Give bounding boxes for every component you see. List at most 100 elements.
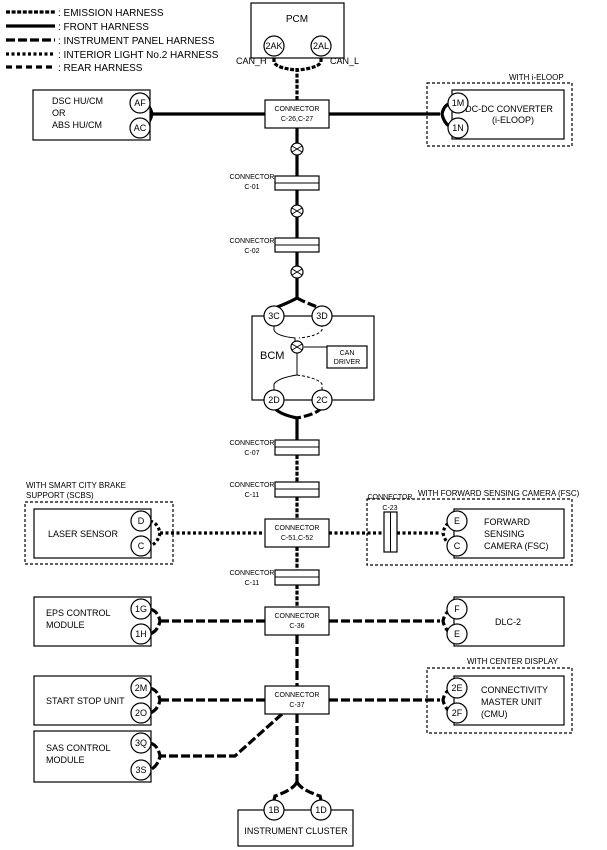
bcm-pin-2d [263,389,285,411]
eps-pin-bottom-label: 1H [135,629,147,639]
connector-c02-code: C-02 [244,248,259,255]
connector-c26-title: CONNECTOR [275,106,320,113]
connector-c51-code: C-51,C-52 [281,535,313,542]
fsc-group-label: WITH FORWARD SENSING CAMERA (FSC) [418,489,580,498]
dcdc-pin-bottom [447,117,469,139]
wire-c37-sas [160,712,284,758]
dsc-pin-bottom [129,117,151,139]
cmu-pin-bottom [446,702,468,724]
laser-pin-bottom-label: C [138,541,145,551]
ieloop-group-label: WITH i-ELOOP [509,73,564,82]
bcm-pin-3d [311,305,333,327]
connector-c01-title: CONNECTOR [230,174,275,181]
twisted-pair-icon [290,142,304,156]
dsc-pin-top [129,92,151,114]
cmu-line2: MASTER UNIT [481,697,543,707]
cluster-pin-right-label: 1D [315,805,327,815]
bcm-pin-2c [311,389,333,411]
dsc-pin-bottom-label: AC [134,123,147,133]
cmu-pin-top [446,677,468,699]
dcdc-pin-bottom-label: 1N [452,123,464,133]
connector-c01-code: C-01 [244,184,259,191]
legend-instrument-label: : INSTRUMENT PANEL HARNESS [58,36,215,47]
startstop-pin-bottom [130,702,152,724]
eps-pin-top-label: 1G [135,604,147,614]
bcm-internal-top-left [273,324,296,342]
connector-c36-code: C-36 [289,623,304,630]
sas-line1: SAS CONTROL [46,743,111,753]
connector-c51-title: CONNECTOR [275,525,320,532]
fsc-box [453,508,565,559]
bcm-internal-bottom-left [273,374,298,391]
connector-c07-code: C-07 [244,450,259,457]
eps-pin-top [130,598,152,620]
connector-c23-title: CONNECTOR [368,494,413,501]
fsc-pin-top [446,510,468,532]
wire-pcm-canh [272,58,297,72]
laser-pin-bottom [130,535,152,557]
cluster-pin-left [263,799,285,821]
fsc-line2: SENSING [484,529,525,539]
twisted-pair-icon [290,340,304,354]
pcm-pin-right-label: 2AL [313,41,329,51]
connector-c37-code: C-37 [289,702,304,709]
bcm-pin-3d-label: 3D [316,311,328,321]
connector-c36-title: CONNECTOR [275,613,320,620]
connector-c36 [264,606,330,636]
laser-name: LASER SENSOR [48,529,119,539]
legend-rear-label: : REAR HARNESS [58,63,143,74]
cluster-pin-right [310,799,332,821]
dlc-pin-top [446,598,468,620]
wire-eps-pins [149,607,162,636]
laser-pin-top [130,510,152,532]
cmu-line1: CONNECTIVITY [481,685,548,695]
ieloop-group [426,82,573,147]
pcm-title: PCM [286,14,308,25]
can-driver-line2: DRIVER [334,359,360,366]
dlc-box [453,596,565,647]
bcm-pin-3c-label: 3C [268,311,280,321]
cmu-group [426,667,573,734]
eps-pin-bottom [130,623,152,645]
connector-c23-code: C-23 [382,505,397,512]
dsc-line1: DSC HU/CM [52,96,103,106]
connector-c11b-code: C-11 [245,580,260,587]
dlc-name: DLC-2 [495,617,521,627]
dsc-pin-top-label: AF [134,98,146,108]
startstop-pin-bottom-label: 2O [135,708,147,718]
can-driver-line1: CAN [340,350,355,357]
wire-laser-pins [149,519,162,548]
legend-emission-label: : EMISSION HARNESS [58,8,164,19]
cmu-line3: (CMU) [481,709,508,719]
startstop-pin-top-label: 2M [135,683,148,693]
laser-group-line1: WITH SMART CITY BRAKE [26,481,126,490]
connector-c26-code: C-26,C-27 [281,116,313,123]
connector-c07-title: CONNECTOR [230,440,275,447]
wire-startstop-pins [149,686,162,715]
laser-pin-top-label: D [138,516,145,526]
sas-pin-bottom [130,759,152,781]
fsc-line1: FORWARD [484,517,530,527]
dlc-pin-top-label: F [454,604,460,614]
fsc-pin-bottom [446,535,468,557]
legend: : EMISSION HARNESS : FRONT HARNESS : INS… [6,8,219,74]
cmu-pin-top-label: 2E [451,683,462,693]
twisted-pair-icon [290,265,304,279]
connector-c11b-title: CONNECTOR [230,570,275,577]
dlc-pin-bottom [446,623,468,645]
connector-c37 [264,685,330,715]
fsc-group [366,498,573,566]
dcdc-pin-top-label: 1M [452,98,465,108]
connector-c02-title: CONNECTOR [230,238,275,245]
connector-c37-title: CONNECTOR [275,692,320,699]
wire-cluster-1b [272,781,299,801]
startstop-pin-top [130,677,152,699]
bcm-internal-bottom-right [296,374,323,391]
wire-cluster-1d [295,781,323,801]
eps-line1: EPS CONTROL [46,608,111,618]
dsc-line3: ABS HU/CM [52,120,102,130]
can-h-label: CAN_H [236,56,267,66]
bcm-pin-2c-label: 2C [316,395,328,405]
